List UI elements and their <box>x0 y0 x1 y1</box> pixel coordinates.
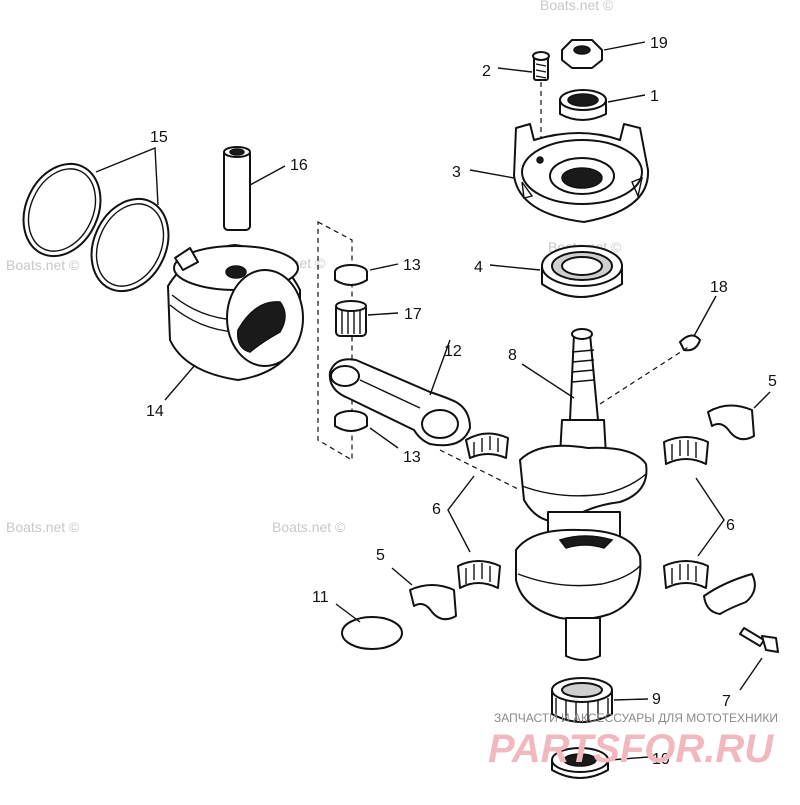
piston-rings <box>22 146 170 293</box>
watermark: Boats.net © <box>6 257 80 273</box>
callout-2: 2 <box>482 63 491 80</box>
rod-cap-lower-right <box>703 573 756 615</box>
thrust-washer-top <box>334 263 399 286</box>
callout-17: 17 <box>404 306 422 323</box>
oil-seal-bottom <box>551 747 649 779</box>
callout-11: 11 <box>312 589 329 606</box>
callout-9: 9 <box>652 691 661 708</box>
callout-5: 5 <box>768 373 777 390</box>
leader-line <box>447 475 475 553</box>
needle-bearing-half <box>663 436 709 465</box>
brand-logo: PARTSFOR.RU <box>488 727 774 771</box>
watermark: Boats.net © <box>272 519 346 535</box>
callout-1: 1 <box>650 88 659 105</box>
callout-6: 6 <box>432 501 441 518</box>
needle-bearing-half <box>465 432 509 459</box>
rod-bolt <box>739 627 779 691</box>
callout-8: 8 <box>508 347 517 364</box>
needle-bearing-half <box>457 560 501 589</box>
callout-14: 14 <box>146 403 164 420</box>
callout-12: 12 <box>444 343 462 360</box>
needle-bearing-half <box>663 560 709 589</box>
callout-13: 13 <box>403 257 421 274</box>
oil-seal-top <box>559 89 646 121</box>
bearing-retainer <box>469 123 650 223</box>
callout-18: 18 <box>710 279 728 296</box>
leader-line <box>695 477 725 557</box>
crankshaft <box>439 328 691 661</box>
rod-cap-left <box>391 567 457 621</box>
piston-pin <box>223 146 286 231</box>
ball-bearing <box>489 245 623 298</box>
callout-5: 5 <box>376 547 385 564</box>
callout-10: 10 <box>652 751 670 768</box>
callout-19: 19 <box>650 35 668 52</box>
watermark: Boats.net © <box>540 0 614 13</box>
o-ring <box>335 603 403 650</box>
woodruff-key <box>679 295 717 352</box>
callout-6: 6 <box>726 517 735 534</box>
crankshaft-nut <box>561 39 646 69</box>
rod-cap-right <box>707 391 771 441</box>
brand-tagline: ЗАПЧАСТИ И АКСЕССУАРЫ ДЛЯ МОТОТЕХНИКИ <box>494 711 778 725</box>
connecting-rod <box>328 339 471 447</box>
callout-3: 3 <box>452 164 461 181</box>
roller-bearing <box>551 677 649 723</box>
piston <box>164 244 304 401</box>
needle-bearing-pin <box>335 300 399 337</box>
callout-13: 13 <box>403 449 421 466</box>
callout-16: 16 <box>290 157 308 174</box>
callout-7: 7 <box>722 693 731 710</box>
callout-4: 4 <box>474 259 483 276</box>
retainer-screw <box>497 51 550 160</box>
thrust-washer-bottom <box>334 410 399 449</box>
callout-15: 15 <box>150 129 168 146</box>
watermark: Boats.net © <box>6 519 80 535</box>
